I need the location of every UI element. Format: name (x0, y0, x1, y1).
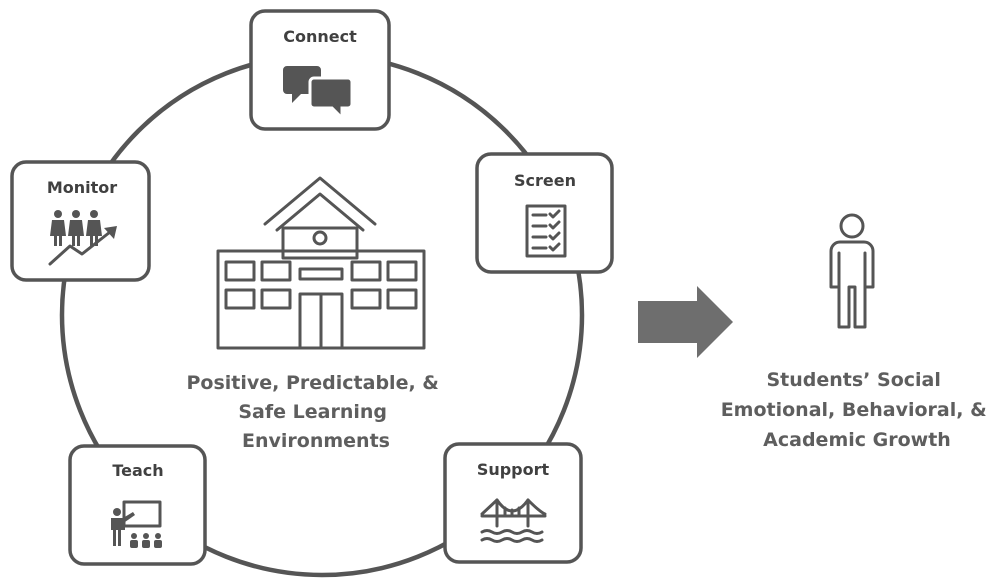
bridge-icon (480, 498, 547, 543)
people-growth-chart-icon (48, 210, 117, 266)
monitor-label: Monitor (47, 178, 117, 197)
teacher-classroom-icon (111, 500, 162, 548)
outcome-line-2: Emotional, Behavioral, & (721, 399, 987, 421)
person-icon (829, 213, 875, 329)
outcome-line-3: Academic Growth (763, 429, 951, 451)
right-arrow-icon (638, 286, 733, 358)
screen-card: Screen (475, 152, 614, 274)
connect-card: Connect (249, 9, 391, 131)
center-line-1: Positive, Predictable, & (187, 372, 439, 394)
center-line-3: Environments (242, 430, 390, 452)
checklist-icon (525, 204, 567, 258)
school-building-icon (216, 176, 426, 350)
outcome-line-1: Students’ Social (766, 369, 940, 391)
teach-label: Teach (112, 461, 163, 480)
support-card: Support (443, 442, 583, 564)
connect-label: Connect (283, 27, 357, 46)
center-line-2: Safe Learning (238, 401, 387, 423)
speech-bubbles-icon (283, 66, 354, 122)
monitor-card: Monitor (10, 160, 151, 282)
teach-card: Teach (68, 444, 207, 566)
outcome-title: Students’ Social Emotional, Behavioral, … (721, 369, 994, 451)
center-title: Positive, Predictable, & Safe Learning E… (187, 372, 446, 452)
support-label: Support (477, 460, 550, 479)
screen-label: Screen (514, 171, 576, 190)
